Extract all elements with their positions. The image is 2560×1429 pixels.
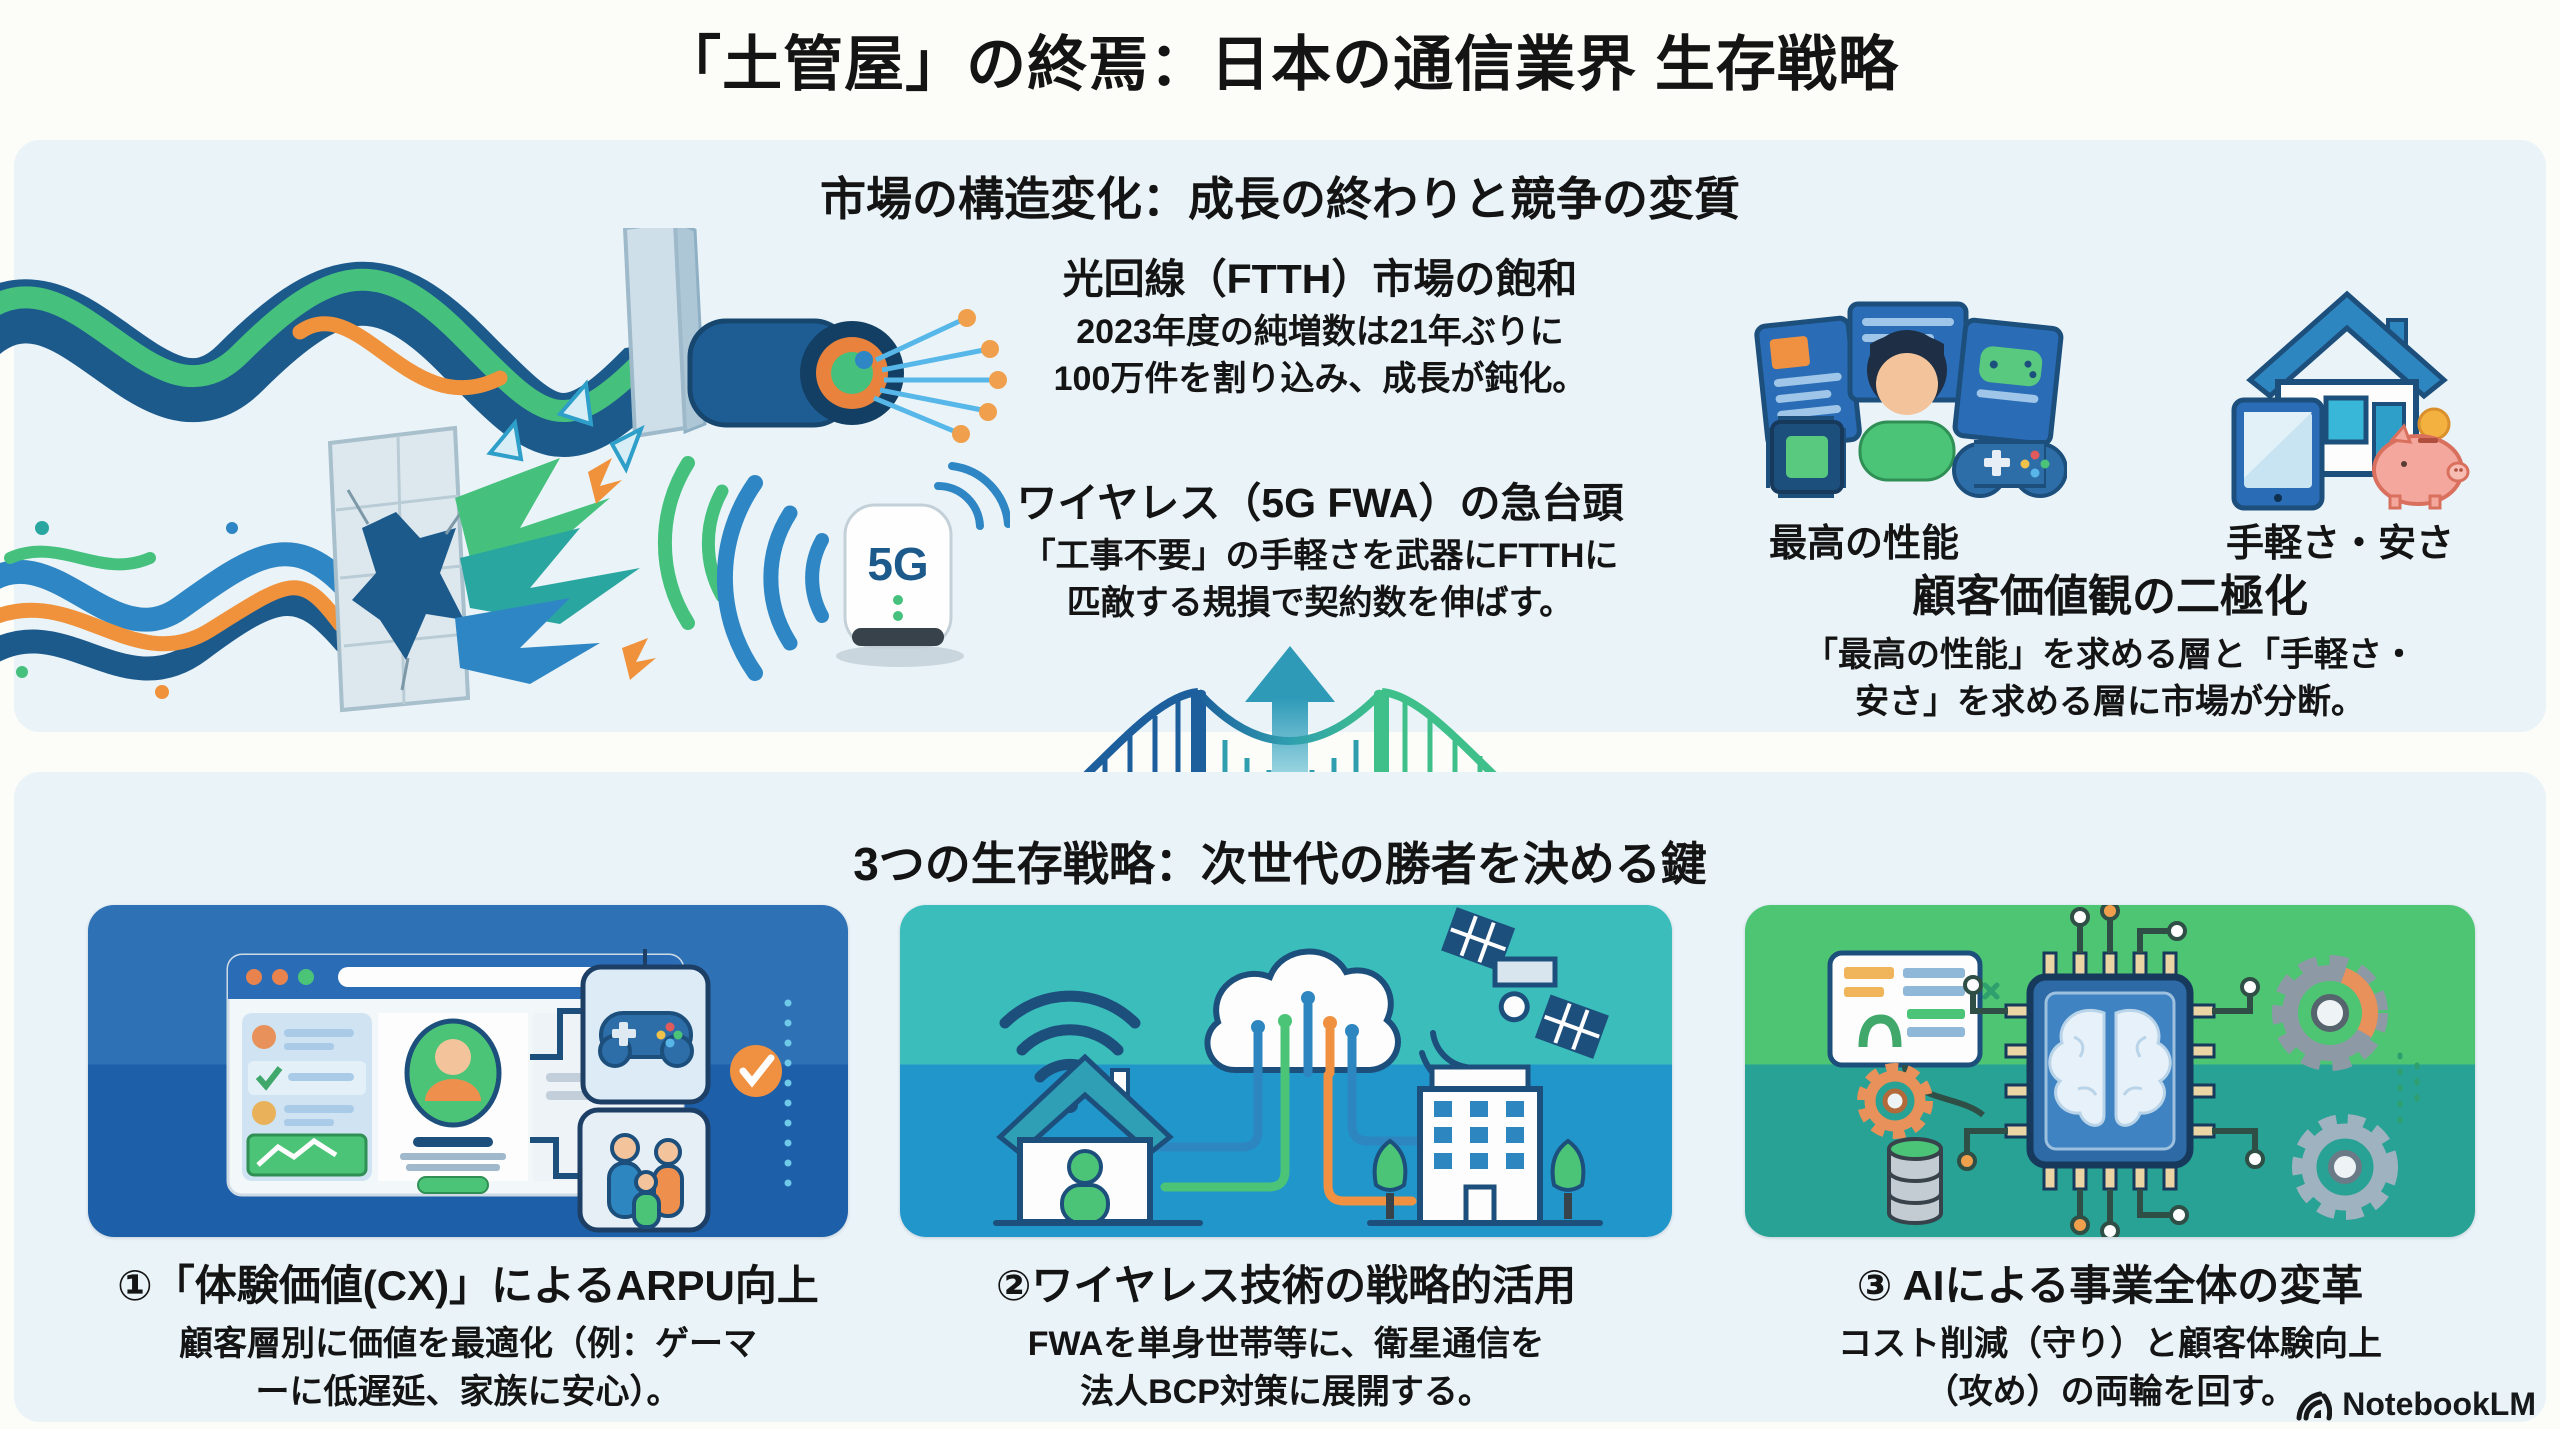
- caption-ai-heading: ③ AIによる事業全体の変革: [1856, 1262, 2364, 1309]
- caption-cx-heading: ①「体験価値(CX)」によるARPU向上: [117, 1262, 819, 1309]
- caption-ai: ③ AIによる事業全体の変革 コスト削減（守り）と顧客体験向上 （攻め）の両輪を…: [1740, 1252, 2480, 1416]
- caption-wireless: ②ワイヤレス技術の戦略的活用 FWAを単身世帯等に、衛星通信を 法人BCP対策に…: [916, 1252, 1656, 1416]
- strategy-section-heading: 3つの生存戦略：次世代の勝者を決める鍵: [853, 838, 1707, 890]
- card-cx-illustration: [88, 905, 848, 1237]
- house-with-person-icon: [996, 1053, 1174, 1225]
- trace-nodes: [1957, 905, 2265, 1237]
- gear-icon: [2272, 955, 2388, 1071]
- family-card-icon: [577, 1107, 711, 1233]
- gamepad-card-icon: [580, 949, 711, 1105]
- broken-wall-icon: [327, 425, 471, 713]
- polarization-block: 顧客価値観の二極化 「最高の性能」を求める層と「手軽さ・ 安さ」を求める層に市場…: [1780, 560, 2440, 726]
- ftth-line1: 2023年度の純増数は21年ぶりに: [1076, 313, 1564, 352]
- satellite-icon: [1441, 907, 1609, 1059]
- fiber-vs-wireless-illustration: 5G: [0, 228, 1010, 713]
- 5g-device-label: 5G: [867, 538, 928, 590]
- fiber-cable-icon: [0, 261, 732, 457]
- market-section-heading: 市場の構造変化：成長の終わりと競争の変質: [820, 173, 1740, 225]
- signal-burst-icon: [455, 379, 656, 684]
- check-badge-icon: [730, 1045, 782, 1097]
- notebooklm-logo-icon: [2296, 1391, 2333, 1420]
- page-title: 「土管屋」の終焉：日本の通信業界 生存戦略: [661, 31, 1899, 98]
- tangled-cables-icon: [0, 521, 357, 699]
- person-avatar: [1858, 330, 1956, 482]
- watermark-label: NotebookLM: [2342, 1386, 2536, 1422]
- home-savings-icon: [2231, 290, 2470, 511]
- caption-ai-line2: （攻め）の両輪を回す。: [1924, 1372, 2296, 1411]
- cloud-cables: [1147, 1070, 1440, 1206]
- piggy-bank-icon: [2372, 407, 2470, 510]
- caption-wireless-line1: FWAを単身世帯等に、衛星通信を: [1027, 1325, 1545, 1363]
- office-building-icon: [1417, 1064, 1543, 1226]
- card-wireless-illustration: [900, 905, 1672, 1237]
- report-card-icon: [1827, 950, 1983, 1068]
- fwa-line1: 「工事不要」の手軽さを武器にFTTHに: [1021, 537, 1619, 576]
- caption-cx-line2: ーに低遅延、家族に安心）。: [255, 1372, 681, 1411]
- cx-ui-mockup: [226, 949, 792, 1233]
- caption-cx-line1: 顧客層別に価値を最適化（例：ゲーマ: [179, 1325, 757, 1363]
- fiber-connector-icon: [687, 309, 1007, 443]
- ftth-heading: 光回線（FTTH）市場の飽和: [1062, 256, 1578, 302]
- polarization-heading: 顧客価値観の二極化: [1912, 572, 2308, 621]
- gamepad-icon: [1952, 440, 2067, 498]
- easy-cheap-label: 手軽さ・安さ: [2225, 523, 2454, 565]
- gamer-icon: [1754, 301, 2067, 498]
- card-ai-illustration: [1745, 905, 2475, 1237]
- watermark: NotebookLM: [2296, 1386, 2536, 1423]
- polarization-line1: 「最高の性能」を求める層と「手軽さ・: [1804, 636, 2416, 674]
- wireless-waves-icon: [657, 456, 1010, 681]
- 5g-router-icon: 5G: [836, 503, 964, 667]
- tree-icon: [1372, 1138, 1586, 1219]
- gear-icon: [1857, 1063, 1933, 1139]
- gear-icon: [2292, 1114, 2398, 1220]
- performance-label: 最高の性能: [1768, 523, 1959, 565]
- caption-wireless-line2: 法人BCP対策に展開する。: [1080, 1372, 1492, 1411]
- tablet-icon: [2231, 397, 2325, 511]
- ftth-line2: 100万件を割り込み、成長が鈍化。: [1053, 360, 1587, 399]
- ftth-block: 光回線（FTTH）市場の飽和 2023年度の純増数は21年ぶりに 100万件を割…: [970, 256, 1670, 403]
- database-icon: [1887, 1137, 1943, 1225]
- sparkle-accents: [1982, 982, 2420, 1126]
- polarization-line2: 安さ」を求める層に市場が分断。: [1855, 682, 2365, 721]
- caption-wireless-heading: ②ワイヤレス技術の戦略的活用: [995, 1262, 1577, 1309]
- ai-chip-icon: [2004, 951, 2216, 1191]
- wireless-network-scene: [993, 907, 1609, 1226]
- gpu-chip-icon: [1766, 416, 1846, 498]
- cloud-icon: [1204, 948, 1401, 1078]
- caption-ai-line1: コスト削減（守り）と顧客体験向上: [1838, 1325, 2382, 1363]
- caption-cx: ①「体験価値(CX)」によるARPU向上 顧客層別に価値を最適化（例：ゲーマ ー…: [98, 1252, 838, 1416]
- fwa-line2: 匹敵する規損で契約数を伸ばす。: [1066, 584, 1574, 623]
- ai-chip-scene: [1827, 905, 2420, 1237]
- fwa-block: ワイヤレス（5G FWA）の急台頭 「工事不要」の手軽さを武器にFTTHに 匹敵…: [960, 480, 1680, 627]
- fwa-heading: ワイヤレス（5G FWA）の急台頭: [1016, 480, 1624, 526]
- brain-icon: [2048, 1008, 2172, 1127]
